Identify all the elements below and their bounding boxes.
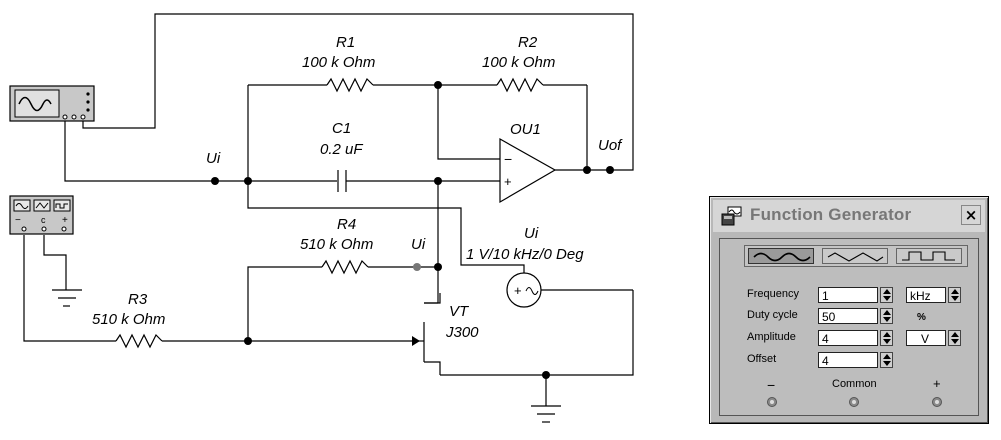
wire (247, 181, 525, 273)
junction-dot (434, 263, 442, 271)
wire (43, 235, 67, 290)
frequency-unit: kHz (910, 289, 931, 303)
source-sine-glyph (525, 287, 539, 295)
r2-resistor[interactable] (496, 77, 544, 93)
output-label: Uof (598, 137, 623, 154)
controls-area: Frequency 1 kHz Duty cycle 50 % Amplitud… (719, 238, 979, 416)
r4-resistor[interactable] (321, 259, 369, 275)
title-bar[interactable]: Function Generator × (713, 200, 985, 232)
amplitude-unit-field[interactable]: V (906, 330, 946, 346)
c1-name: C1 (332, 120, 351, 137)
offset-field[interactable]: 4 (818, 352, 878, 368)
close-button[interactable]: × (961, 205, 981, 225)
r4-name: R4 (337, 216, 356, 233)
r1-name: R1 (336, 34, 355, 51)
opamp-plus-sign: + (504, 174, 512, 189)
svg-text:−: − (15, 215, 21, 226)
opamp-minus-sign: − (504, 151, 512, 167)
common-terminal[interactable] (849, 397, 859, 407)
ui-label-mid: Ui (411, 236, 426, 253)
r1-value: 100 k Ohm (302, 54, 375, 71)
wire (247, 266, 322, 341)
c1-value: 0.2 uF (320, 141, 363, 158)
wire (440, 290, 634, 376)
junction-dot (434, 81, 442, 89)
amplitude-spinner[interactable] (880, 330, 893, 346)
duty-cycle-label: Duty cycle (747, 309, 798, 321)
offset-spinner[interactable] (880, 352, 893, 368)
input-label: Ui (206, 150, 221, 167)
plus-terminal[interactable] (932, 397, 942, 407)
sine-wave-icon (753, 252, 811, 262)
wire (82, 13, 634, 171)
square-wave-button[interactable] (896, 248, 962, 264)
minus-terminal-label: − (767, 377, 776, 393)
source-value: 1 V/10 kHz/0 Deg (466, 246, 584, 263)
junction-dot-grey (413, 263, 421, 271)
junction-dot (244, 177, 252, 185)
frequency-label: Frequency (747, 288, 799, 300)
sine-wave-button[interactable] (748, 248, 814, 264)
offset-label: Offset (747, 353, 777, 365)
minus-terminal[interactable] (767, 397, 777, 407)
amplitude-unit-spinner[interactable] (948, 330, 961, 346)
square-wave-icon (902, 251, 955, 261)
source-plus-sign: + (514, 283, 522, 298)
wire (424, 361, 441, 375)
opamp-name: OU1 (510, 121, 541, 138)
plus-terminal-label: + (933, 376, 941, 391)
window-title: Function Generator (750, 205, 912, 224)
opamp-symbol[interactable] (499, 137, 557, 204)
oscilloscope-instrument[interactable] (9, 85, 95, 122)
frequency-value: 1 (822, 289, 829, 303)
r2-value: 100 k Ohm (482, 54, 555, 71)
wire (23, 235, 116, 342)
r3-value: 510 k Ohm (92, 311, 165, 328)
amplitude-field[interactable]: 4 (818, 330, 878, 346)
frequency-unit-spinner[interactable] (948, 287, 961, 303)
r3-resistor[interactable] (115, 333, 163, 349)
wire (437, 85, 500, 160)
transistor-type: J300 (445, 324, 479, 341)
junction-dot (434, 177, 442, 185)
amplitude-unit: V (921, 332, 930, 346)
function-generator-app-icon (721, 206, 742, 226)
junction-dot (606, 166, 614, 174)
r4-value: 510 k Ohm (300, 236, 373, 253)
junction-dot (583, 166, 591, 174)
svg-text:c: c (41, 215, 46, 225)
junction-dot (211, 177, 219, 185)
frequency-field[interactable]: 1 (818, 287, 878, 303)
triangle-wave-button[interactable] (822, 248, 888, 264)
frequency-unit-field[interactable]: kHz (906, 287, 946, 303)
transistor-gate-arrow (412, 336, 420, 346)
r1-resistor[interactable] (326, 77, 374, 93)
function-generator-panel: Function Generator × Frequency 1 kHz Dut… (709, 196, 989, 424)
junction-dot (542, 371, 550, 379)
offset-value: 4 (822, 354, 829, 368)
duty-cycle-value: 50 (822, 310, 836, 324)
svg-text:+: + (62, 215, 68, 226)
r2-name: R2 (518, 34, 538, 51)
duty-cycle-unit: % (917, 312, 926, 323)
triangle-wave-icon (827, 252, 884, 262)
common-terminal-label: Common (832, 378, 877, 390)
duty-cycle-spinner[interactable] (880, 308, 893, 324)
junction-dot (244, 337, 252, 345)
waveform-selector (744, 245, 968, 267)
ac-source-symbol[interactable] (506, 272, 542, 308)
function-generator-instrument[interactable]: − c + (9, 195, 74, 235)
frequency-spinner[interactable] (880, 287, 893, 303)
transistor-name: VT (449, 303, 470, 320)
source-name: Ui (524, 225, 539, 242)
amplitude-value: 4 (822, 332, 829, 346)
r3-name: R3 (128, 291, 148, 308)
amplitude-label: Amplitude (747, 331, 796, 343)
duty-cycle-field[interactable]: 50 (818, 308, 878, 324)
